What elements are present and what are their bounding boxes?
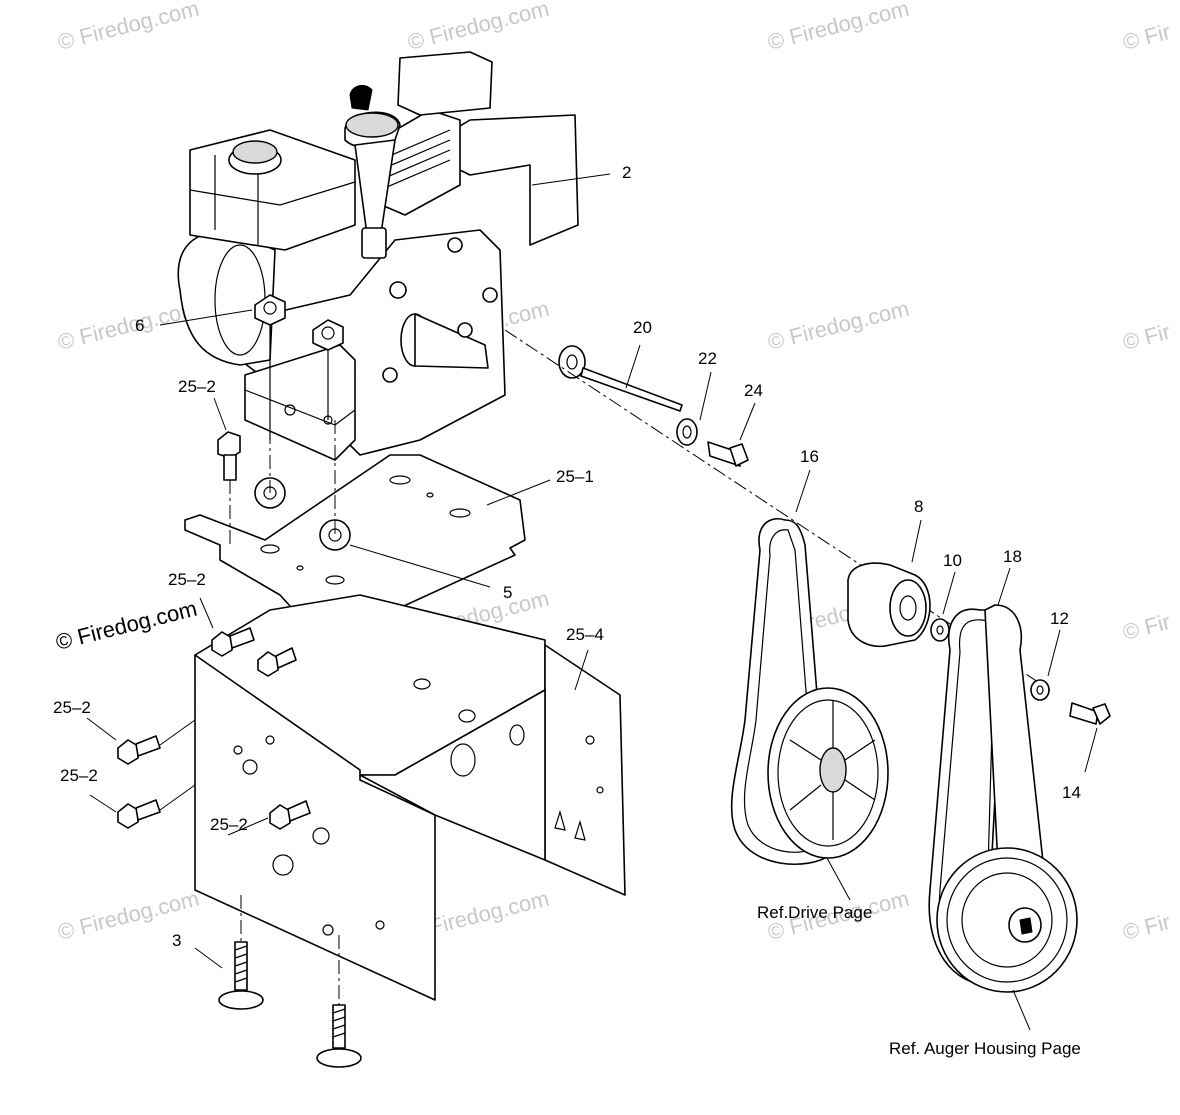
watermark: © Fir bbox=[1120, 909, 1173, 945]
callout-25-2: 25–2 bbox=[53, 698, 91, 717]
callout-25-2: 25–2 bbox=[60, 766, 98, 785]
ref-auger-housing-page: Ref. Auger Housing Page bbox=[889, 1039, 1081, 1058]
leader-lines bbox=[86, 173, 1098, 1031]
callout-12: 12 bbox=[1050, 609, 1069, 628]
callout-10: 10 bbox=[943, 551, 962, 570]
ref-drive-page: Ref.Drive Page bbox=[757, 903, 872, 922]
callout-22: 22 bbox=[698, 349, 717, 368]
callout-16: 16 bbox=[800, 447, 819, 466]
callout-25-2: 25–2 bbox=[210, 815, 248, 834]
callout-14: 14 bbox=[1062, 783, 1081, 802]
callout-25-4: 25–4 bbox=[566, 625, 604, 644]
watermark-dark: © Firedog.com bbox=[53, 596, 199, 655]
hex-bolts bbox=[117, 431, 311, 830]
callout-25-2: 25–2 bbox=[168, 570, 206, 589]
callout-3: 3 bbox=[172, 931, 181, 950]
callout-8: 8 bbox=[914, 497, 923, 516]
mounting-plate bbox=[184, 420, 526, 656]
watermark: © Firedog.com bbox=[405, 0, 551, 55]
watermark: © Firedog.com bbox=[55, 296, 201, 355]
watermark: © Firedog.com bbox=[765, 296, 911, 355]
callout-25-1: 25–1 bbox=[556, 467, 594, 486]
watermark: © Fir bbox=[1120, 19, 1173, 55]
watermark: © Firedog.com bbox=[55, 0, 201, 55]
callout-labels: 2 6 20 22 24 25–2 25–1 16 8 10 18 5 25–2… bbox=[53, 163, 1081, 950]
frame bbox=[194, 594, 626, 1001]
watermark: © Fir bbox=[1120, 609, 1173, 645]
callout-18: 18 bbox=[1003, 547, 1022, 566]
callout-6: 6 bbox=[135, 316, 144, 335]
auger-belt-assembly bbox=[928, 604, 1111, 993]
watermark: © Firedog.com bbox=[765, 0, 911, 55]
carriage-bolts bbox=[218, 895, 362, 1068]
reference-labels: Ref.Drive Page Ref. Auger Housing Page bbox=[757, 903, 1081, 1058]
callout-24: 24 bbox=[744, 381, 763, 400]
watermark: © Fir bbox=[1120, 319, 1173, 355]
engine bbox=[177, 51, 579, 461]
callout-20: 20 bbox=[633, 318, 652, 337]
callout-5: 5 bbox=[503, 583, 512, 602]
drive-belt-assembly bbox=[730, 518, 950, 865]
shaft-parts bbox=[504, 329, 1051, 691]
callout-25-2: 25–2 bbox=[178, 377, 216, 396]
callout-2: 2 bbox=[622, 163, 631, 182]
